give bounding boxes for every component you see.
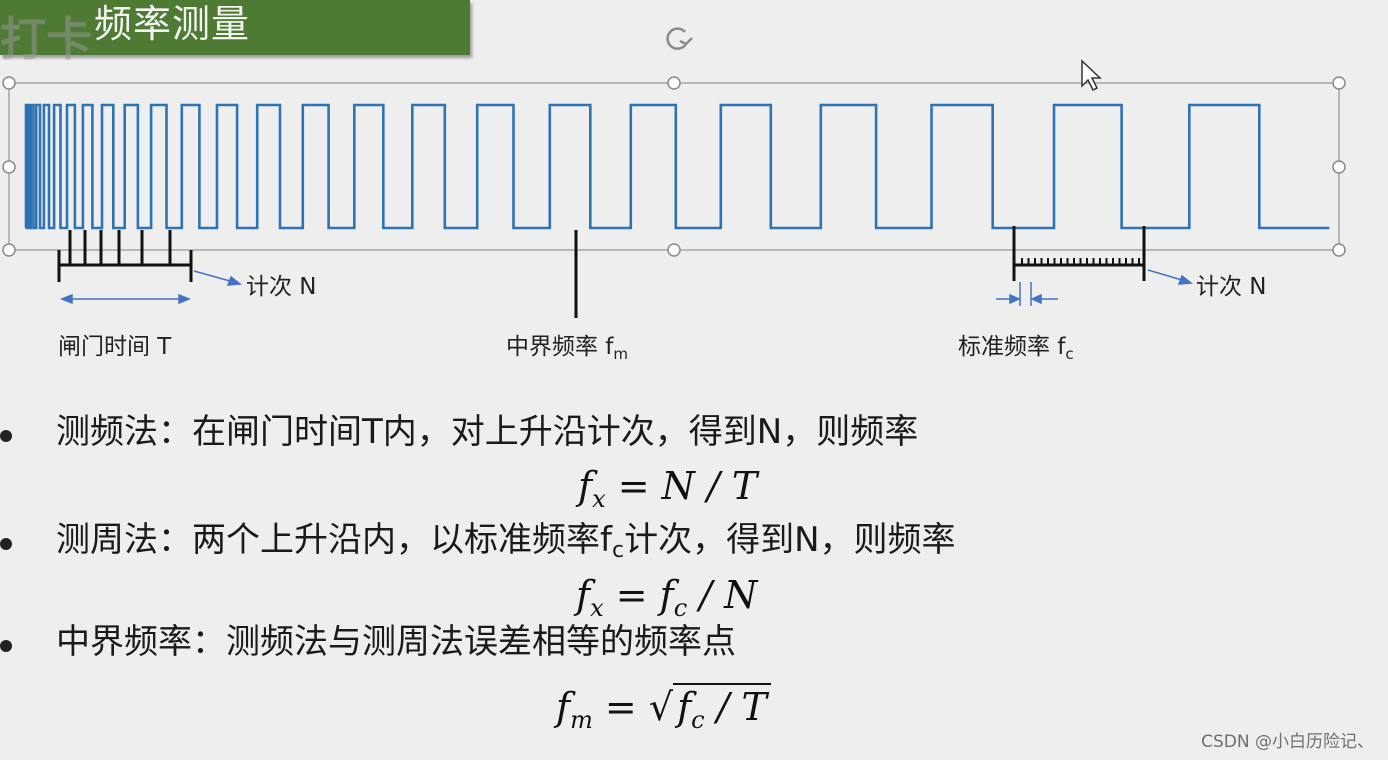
bullet-dot: [0, 430, 12, 442]
standard-frequency-label: 标准频率 fc: [958, 334, 1074, 363]
standard-period-dimension: [996, 282, 1058, 306]
title-banner: 频率测量: [0, 0, 470, 55]
formula-period-method: fx = fc / N: [576, 573, 758, 622]
gate-time-label: 闸门时间 T: [58, 334, 172, 360]
gate-count-marker: [57, 230, 193, 282]
bullet-text: 测频法：在闸门时间T内，对上升沿计次，得到N，则频率: [56, 412, 919, 452]
sqrt-sign: √: [648, 685, 674, 729]
square-waveform: [24, 103, 1330, 230]
bullet-dot: [0, 538, 12, 550]
formula-frequency-method: fx = N / T: [578, 464, 758, 513]
standard-count-marker: [1012, 226, 1146, 281]
credit-watermark: CSDN @小白历险记、: [1201, 732, 1374, 752]
mid-frequency-label: 中界频率 fm: [506, 334, 629, 363]
selection-handles[interactable]: [2, 76, 1346, 257]
count-label-right: 计次 N: [1196, 274, 1267, 300]
bullet-text: 中界频率：测频法与测周法误差相等的频率点: [56, 622, 736, 662]
slide-title: 频率测量: [94, 2, 251, 46]
watermark-text: 打卡: [0, 12, 92, 66]
count-arrow-right: [1147, 269, 1193, 285]
bullet-dot: [0, 640, 12, 652]
rotate-handle-icon[interactable]: [666, 27, 693, 50]
cursor-arrow-icon: [1081, 59, 1102, 92]
count-label-left: 计次 N: [246, 274, 317, 300]
gate-time-dimension: [59, 293, 192, 305]
frequency-diagram: [2, 27, 1346, 318]
selection-frame: [8, 82, 1340, 251]
count-arrow-left: [193, 270, 242, 286]
bullet-text: 测周法：两个上升沿内，以标准频率fc计次，得到N，则频率: [56, 520, 956, 563]
standard-clock-ticks: [1021, 258, 1140, 265]
formula-mid-frequency: fm = √fc / T: [556, 683, 771, 743]
radicand: fc / T: [673, 683, 771, 734]
